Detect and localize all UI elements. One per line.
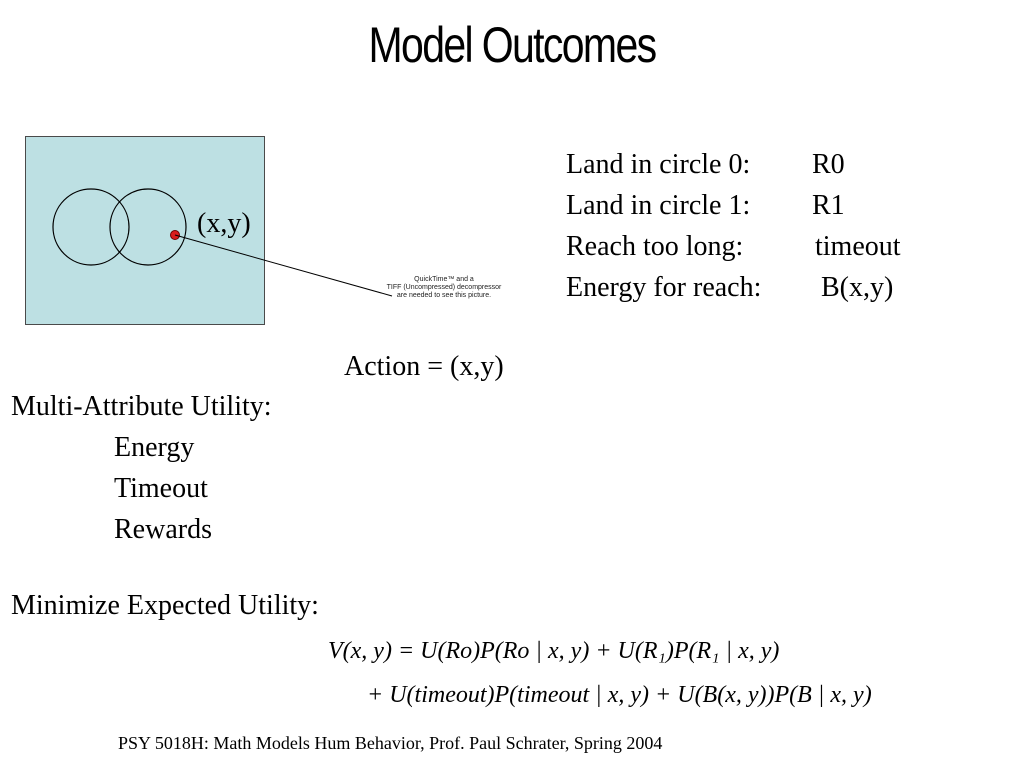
outcome-row: Reach too long: timeout — [566, 226, 901, 267]
slide-footer: PSY 5018H: Math Models Hum Behavior, Pro… — [118, 733, 663, 753]
circle-1 — [109, 188, 187, 266]
equation-line-2: + U(timeout)P(timeout | x, y) + U(B(x, y… — [367, 682, 872, 708]
equation-line-1: V(x, y) = U(Ro)P(Ro | x, y) + U(R₁)P(R₁ … — [328, 638, 780, 664]
mau-item: Energy — [114, 432, 195, 463]
mau-item: Timeout — [114, 473, 208, 504]
mau-heading: Multi-Attribute Utility: — [11, 391, 272, 422]
quicktime-note-line: TIFF (Uncompressed) decompressor — [386, 284, 502, 291]
outcome-label: Land in circle 0: — [566, 149, 751, 180]
point-label: (x,y) — [197, 208, 251, 239]
outcomes-list: Land in circle 0: R0 Land in circle 1: R… — [566, 144, 901, 308]
outcome-value: B(x,y) — [821, 272, 894, 303]
minimize-heading: Minimize Expected Utility: — [11, 590, 319, 621]
mau-item: Rewards — [114, 514, 212, 545]
reach-diagram — [25, 136, 265, 325]
outcome-row: Land in circle 0: R0 — [566, 144, 901, 185]
outcome-value: timeout — [815, 231, 901, 262]
outcome-value: R0 — [812, 149, 845, 180]
quicktime-placeholder: QuickTime™ and a TIFF (Uncompressed) dec… — [378, 276, 510, 300]
outcome-value: R1 — [812, 190, 845, 221]
quicktime-note-line: QuickTime™ and a — [414, 276, 474, 283]
outcome-row: Land in circle 1: R1 — [566, 185, 901, 226]
outcome-label: Land in circle 1: — [566, 190, 751, 221]
multi-attribute-utility: Multi-Attribute Utility: Energy Timeout … — [11, 386, 272, 550]
outcome-label: Reach too long: — [566, 231, 744, 262]
outcome-label: Energy for reach: — [566, 272, 762, 303]
quicktime-note-line: are needed to see this picture. — [396, 292, 492, 299]
action-definition: Action = (x,y) — [344, 351, 504, 382]
outcome-row: Energy for reach: B(x,y) — [566, 267, 901, 308]
slide-title: Model Outcomes — [368, 17, 658, 73]
circle-0 — [52, 188, 130, 266]
